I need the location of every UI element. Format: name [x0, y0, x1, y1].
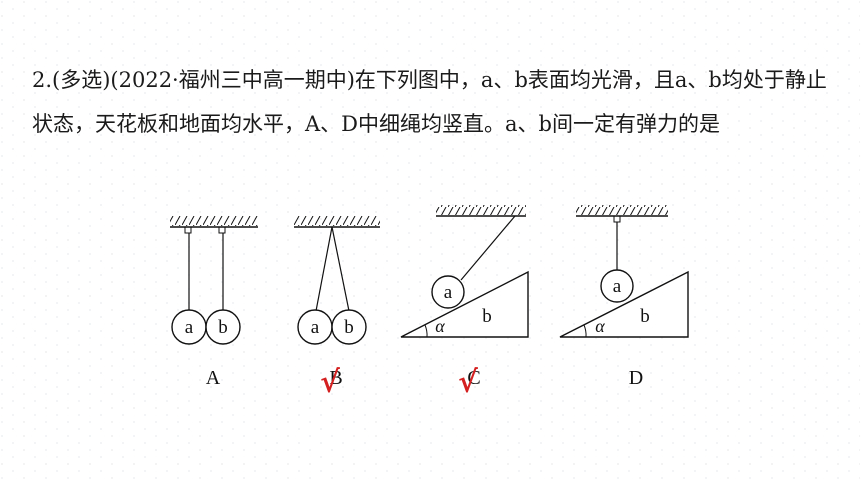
figure-label-d: D [629, 367, 643, 389]
question-text: 2.(多选)(2022·福州三中高一期中)在下列图中，a、b表面均光滑，且a、b… [32, 68, 827, 136]
ball-a-label: a [444, 282, 453, 303]
figure-label-c: C [467, 367, 480, 389]
figure-label-b: B [329, 367, 342, 389]
ball-a-label: a [613, 276, 622, 297]
figure-a: a b A [170, 216, 258, 389]
ball-b-label: b [344, 317, 354, 338]
ball-a-label: a [311, 317, 320, 338]
figure-b: a b B √ [294, 216, 380, 400]
check-mark-b: √ [320, 365, 340, 400]
figure-label-a: A [206, 367, 221, 389]
angle-alpha-label: α [595, 316, 605, 336]
wedge-b-label: b [640, 306, 650, 327]
check-mark-c: √ [458, 365, 478, 400]
wedge-b-label: b [482, 306, 492, 327]
ball-b-label: b [218, 317, 228, 338]
figure-c: a b α C √ [400, 205, 529, 400]
figure-d: a b α D [559, 205, 689, 389]
ball-a-label: a [185, 317, 194, 338]
angle-alpha-label: α [435, 316, 445, 336]
